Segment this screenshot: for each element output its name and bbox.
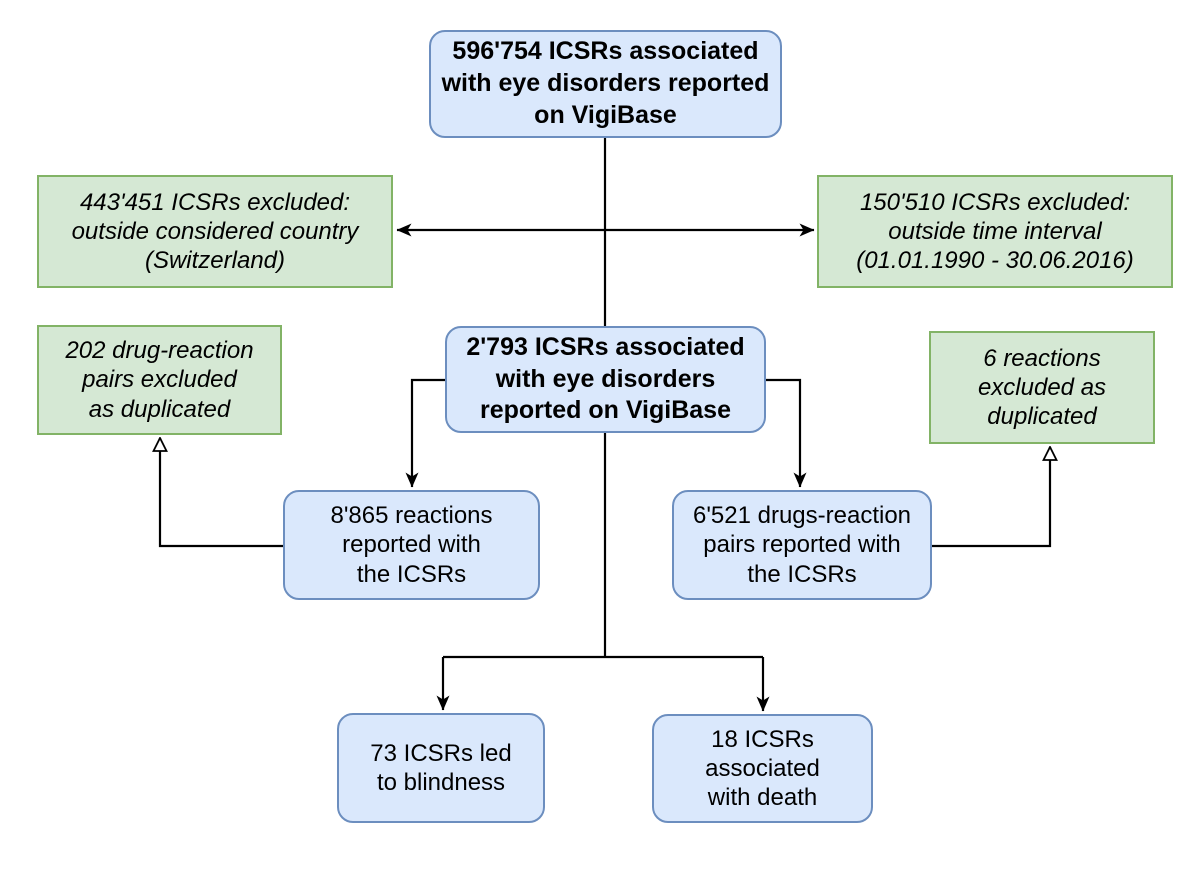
arrow-reactions-to-excluded-pairs [160,438,283,548]
node-drug-reaction-pairs-label: 6'521 drugs-reaction pairs reported with… [692,502,912,588]
node-death-label: 18 ICSRs associated with death [705,725,820,812]
arrow-included-to-reactions [405,378,445,488]
node-excluded-time-label: 150'510 ICSRs excluded: outside time int… [856,188,1134,275]
node-death: 18 ICSRs associated with death [652,714,873,823]
node-included-icsrs: 2'793 ICSRs associated with eye disorder… [445,326,766,433]
node-excluded-pairs: 202 drug-reaction pairs excluded as dupl… [37,325,282,435]
node-excluded-reactions: 6 reactions excluded as duplicated [929,331,1155,444]
node-total-icsrs-label: 596'754 ICSRs associated with eye disord… [441,37,770,129]
arrow-included-to-pairs [766,378,807,488]
node-blindness-label: 73 ICSRs led to blindness [370,739,512,796]
node-excluded-pairs-label: 202 drug-reaction pairs excluded as dupl… [65,337,254,423]
node-excluded-country-label: 443'451 ICSRs excluded: outside consider… [71,188,359,275]
node-reactions-label: 8'865 reactions reported with the ICSRs [330,502,493,588]
node-total-icsrs: 596'754 ICSRs associated with eye disord… [429,30,782,138]
node-excluded-time: 150'510 ICSRs excluded: outside time int… [817,175,1173,288]
node-excluded-country: 443'451 ICSRs excluded: outside consider… [37,175,393,288]
arrow-pairs-to-excluded-reactions [932,447,1050,548]
node-reactions: 8'865 reactions reported with the ICSRs [283,490,540,600]
node-included-icsrs-label: 2'793 ICSRs associated with eye disorder… [466,332,745,425]
node-blindness: 73 ICSRs led to blindness [337,713,545,823]
node-drug-reaction-pairs: 6'521 drugs-reaction pairs reported with… [672,490,932,600]
node-excluded-reactions-label: 6 reactions excluded as duplicated [977,344,1107,431]
